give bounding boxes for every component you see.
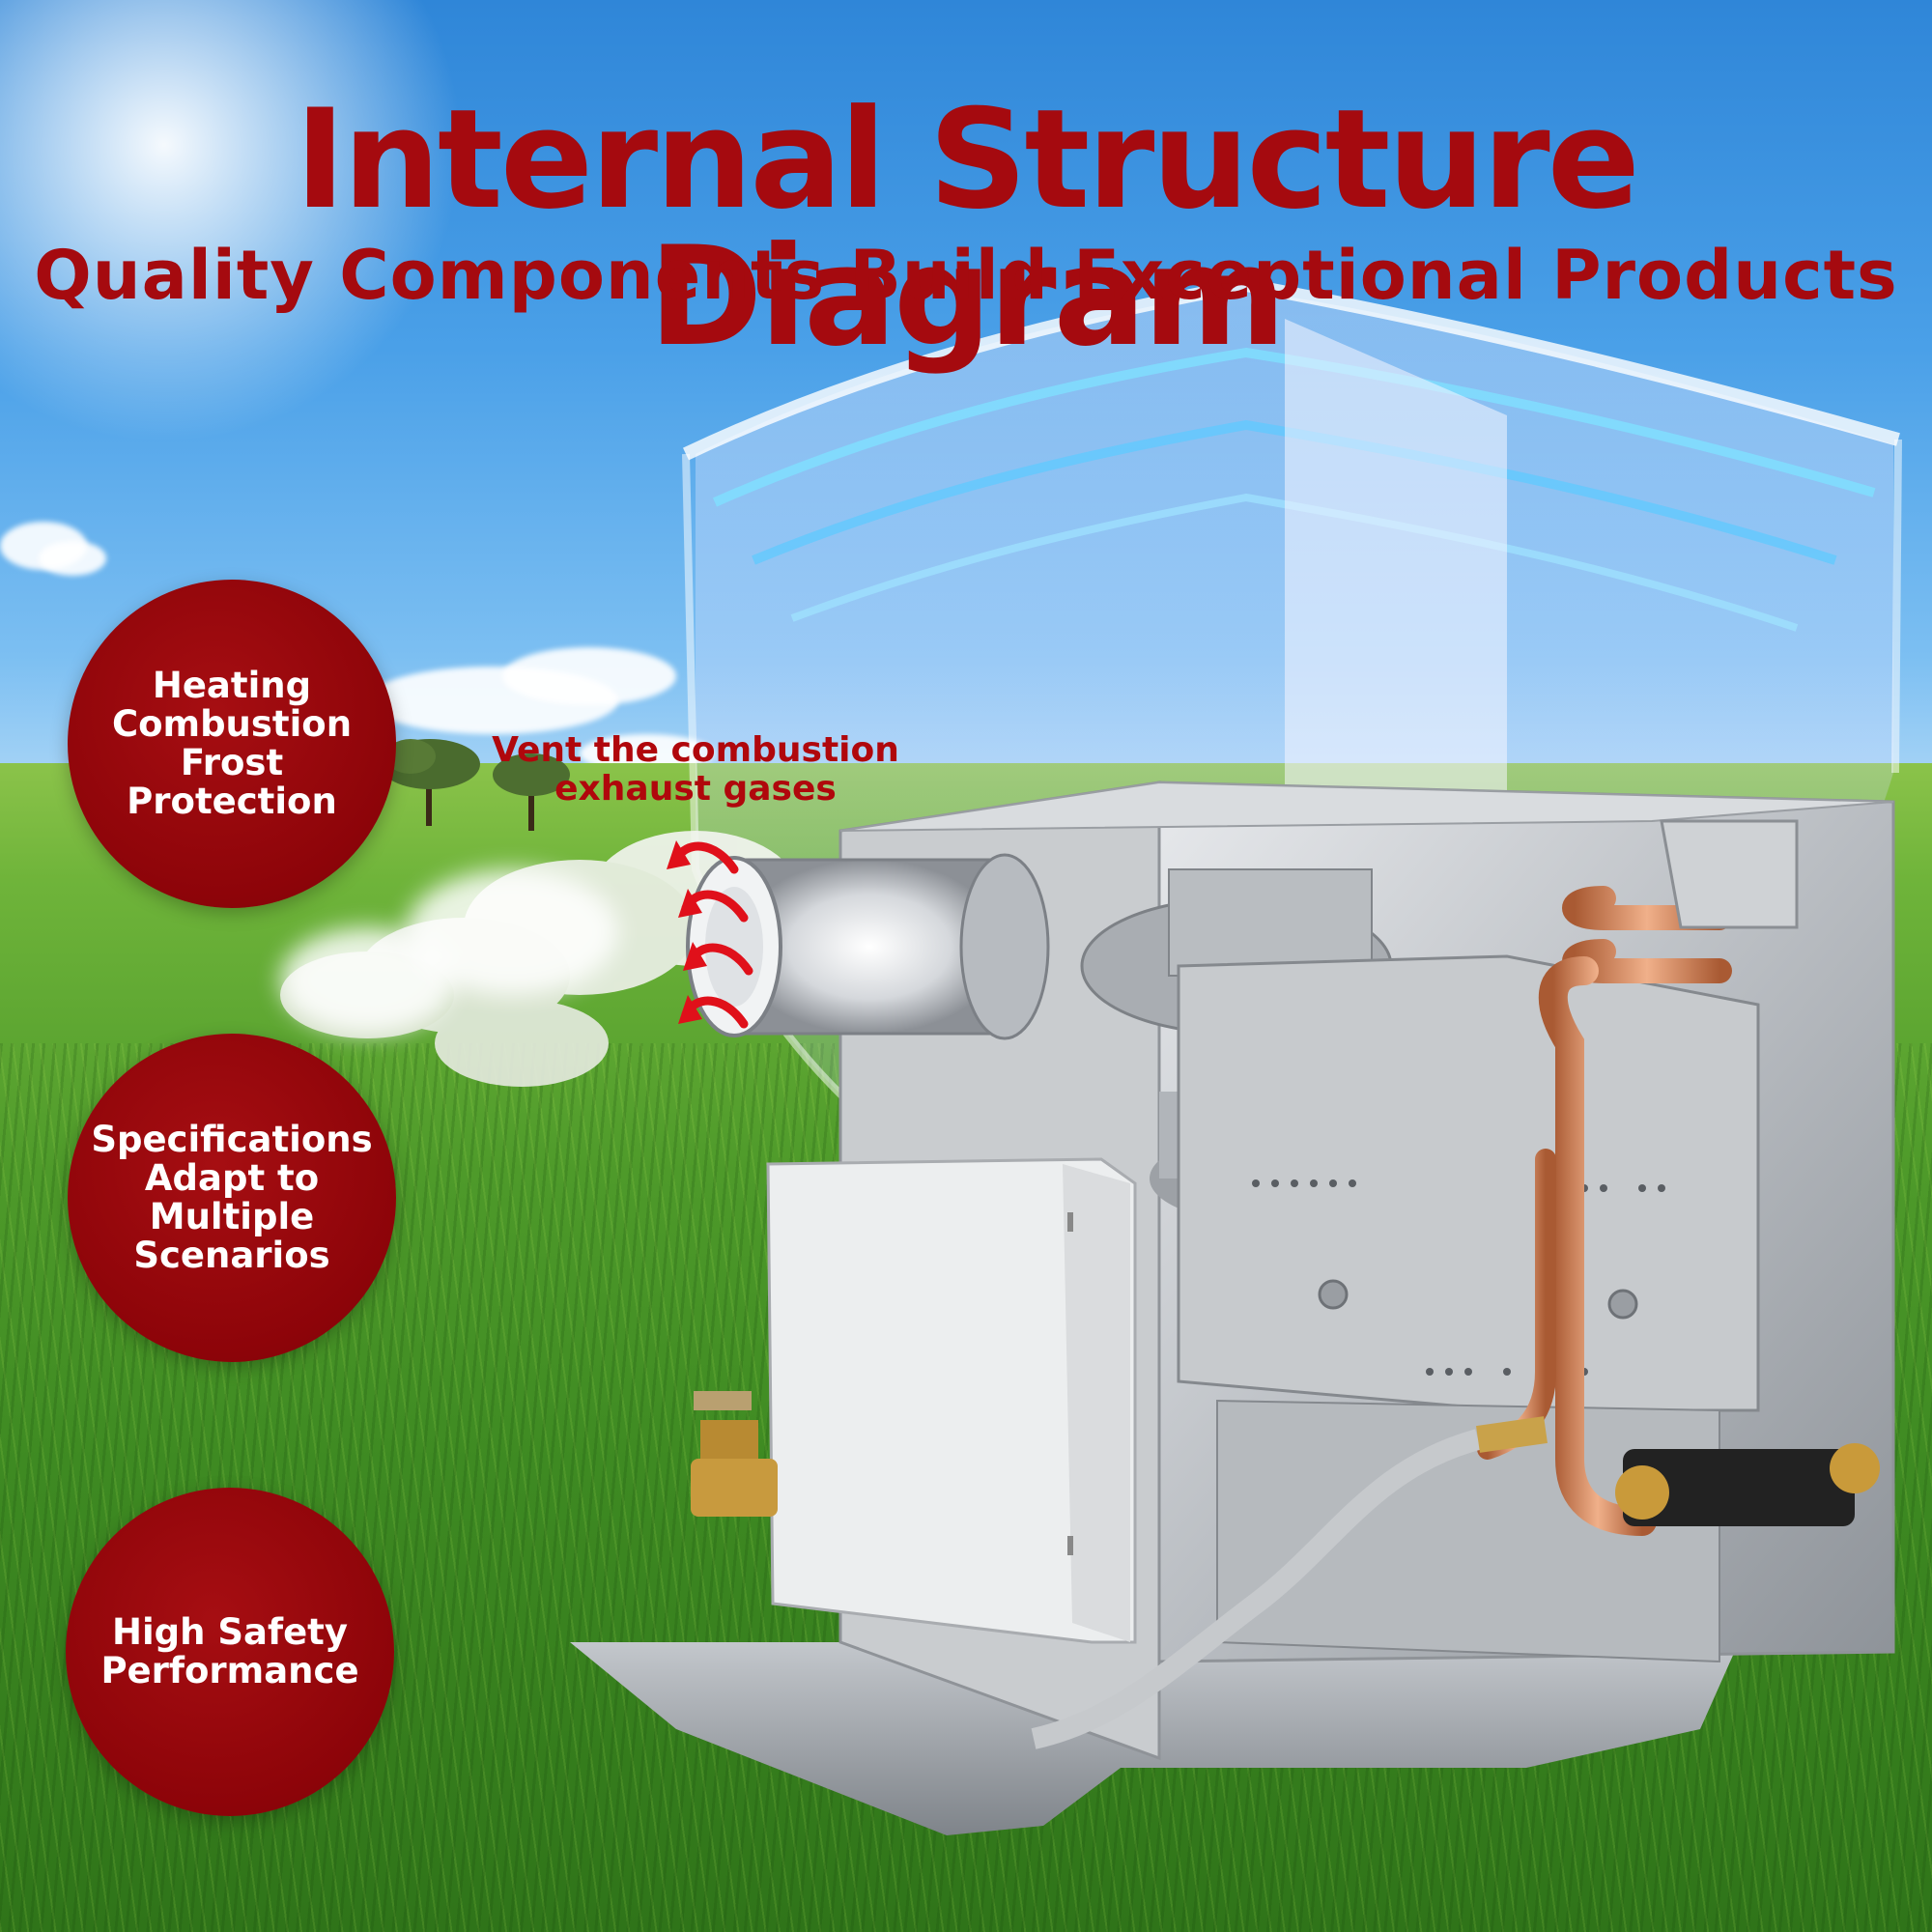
vent-arrow-icons [667,840,753,1029]
feature-badge-label: Specifications Adapt to Multiple Scenari… [91,1119,373,1276]
tree-icon [380,739,480,826]
cloud [39,541,106,576]
page-subtitle: Quality Components Build Exceptional Pro… [34,236,1898,315]
gas-hose [1031,1429,1481,1749]
feature-badge-label: Heating Combustion Frost Protection [111,665,353,822]
feature-badge: Specifications Adapt to Multiple Scenari… [68,1034,396,1362]
page-title: Internal Structure Diagram [295,80,1640,377]
steam-puff [406,869,618,995]
control-box [766,1157,1137,1644]
vent-callout-label: Vent the combustion exhaust gases [492,730,899,809]
tree-icon [493,753,570,831]
feature-badge: High Safety Performance [66,1488,394,1816]
top-frame [839,781,1894,832]
exhaust-flue [686,853,1050,1040]
brass-inlet-valve [691,1391,778,1517]
heat-exchanger [1177,954,1760,1412]
cloud [502,647,676,705]
feature-badge-label: High Safety Performance [100,1611,359,1691]
water-valve [1623,1449,1855,1526]
feature-badge: Heating Combustion Frost Protection [68,580,396,908]
